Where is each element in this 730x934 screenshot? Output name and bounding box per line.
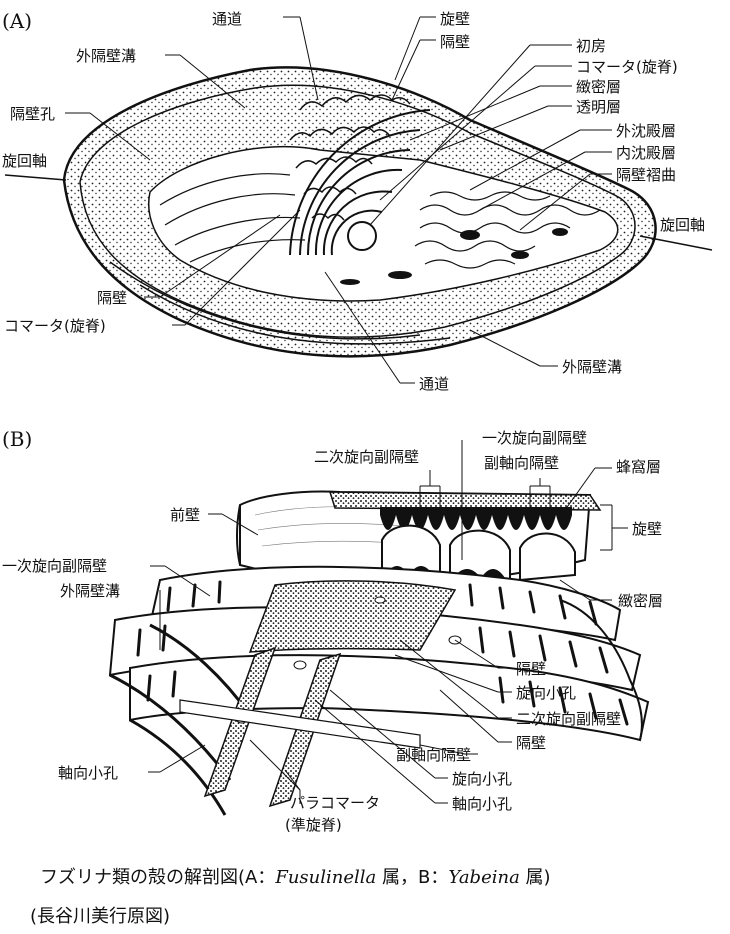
label-fukujiku-bottom: 副軸向隔壁 — [396, 746, 471, 764]
label-niji-top: 二次旋向副隔壁 — [314, 448, 419, 466]
caption-genus-b: Yabeina — [448, 867, 519, 888]
label-kakuheki-bottom: 隔壁 — [97, 289, 127, 307]
label-ichiji-left: 一次旋向副隔壁 — [2, 557, 107, 575]
label-tsudo-top: 通道 — [212, 10, 242, 28]
label-kakuheki-top: 隔壁 — [440, 33, 470, 51]
label-junsenseki: (準旋脊) — [285, 816, 342, 834]
label-hokaso: 蜂窩層 — [616, 458, 661, 476]
panel-b-brackets — [419, 470, 628, 551]
label-gaichindenso: 外沈殿層 — [616, 122, 676, 140]
label-jikukoshoko-left: 軸向小孔 — [58, 764, 118, 782]
label-naichindenso: 内沈殿層 — [616, 144, 676, 162]
panel-a-tag: (A) — [2, 9, 32, 33]
label-gaikakuhekiko-b: 外隔壁溝 — [60, 582, 120, 600]
label-senkaijiku-right: 旋回軸 — [660, 216, 705, 234]
label-kakuhekiko: 隔壁孔 — [10, 105, 55, 123]
label-senkaijiku-left: 旋回軸 — [2, 152, 47, 170]
panel-b-leader-lines — [148, 440, 612, 804]
label-tomeiso: 透明層 — [576, 98, 621, 116]
label-fukujiku-top: 副軸向隔壁 — [484, 454, 559, 472]
label-senpeki-a: 旋壁 — [440, 10, 470, 28]
label-comata-bottom: コマータ(旋脊) — [4, 317, 106, 335]
label-niji-right: 二次旋向副隔壁 — [516, 710, 621, 728]
panel-b: (B) — [2, 427, 663, 834]
label-senpeki-b: 旋壁 — [632, 520, 662, 538]
label-ichiji-top: 一次旋向副隔壁 — [482, 429, 587, 447]
label-comata-top: コマータ(旋脊) — [576, 58, 678, 76]
yabeina-block-drawing — [108, 490, 650, 816]
panel-a-leader-lines — [65, 16, 612, 384]
caption-middle: 属，B： — [376, 867, 448, 888]
caption-prefix: フズリナ類の殻の解剖図(A： — [40, 867, 275, 888]
caption-suffix: 属) — [520, 867, 551, 888]
label-chimitsuso-b: 緻密層 — [618, 592, 663, 610]
label-chimitsuso-a: 緻密層 — [576, 78, 621, 96]
caption-credit: (長谷川美行原図) — [30, 906, 170, 927]
fusulinella-shell-drawing — [4, 66, 713, 358]
caption-line: フズリナ類の殻の解剖図(A：Fusulinella 属，B：Yabeina 属) — [40, 867, 551, 888]
label-jikukoshoko-right: 軸向小孔 — [452, 795, 512, 813]
caption-genus-a: Fusulinella — [274, 867, 376, 888]
label-kakuhekishukyoku: 隔壁褶曲 — [616, 166, 676, 184]
panel-b-tag: (B) — [2, 427, 32, 451]
label-paracomata: パラコマータ — [290, 794, 380, 812]
figure-caption: フズリナ類の殻の解剖図(A：Fusulinella 属，B：Yabeina 属)… — [30, 867, 551, 927]
label-kakuheki-1: 隔壁 — [516, 660, 546, 678]
label-gaikakuhekiko-bottom: 外隔壁溝 — [562, 358, 622, 376]
label-shobo: 初房 — [576, 37, 606, 55]
label-zenpeki: 前壁 — [170, 506, 200, 524]
label-senkoshoko-2: 旋向小孔 — [452, 770, 512, 788]
panel-a: (A) — [2, 9, 713, 393]
label-gaikakuhekiko-top: 外隔壁溝 — [76, 47, 136, 65]
label-senkoshoko-1: 旋向小孔 — [516, 684, 576, 702]
label-tsudo-bottom: 通道 — [419, 375, 449, 393]
label-kakuheki-2: 隔壁 — [516, 734, 546, 752]
